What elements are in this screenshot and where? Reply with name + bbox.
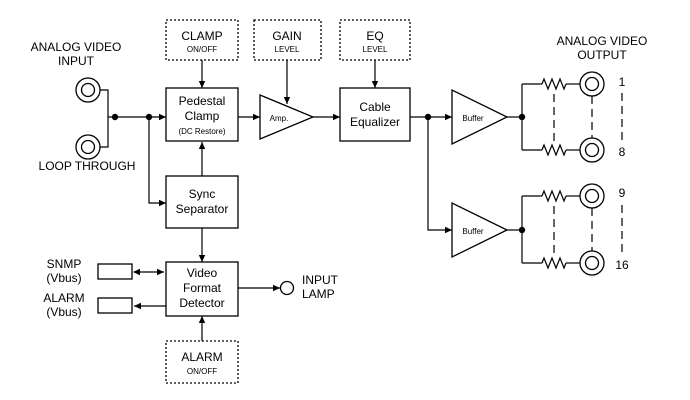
svg-text:Amp.: Amp. [270, 114, 289, 123]
alarm-on-off-control[interactable]: ALARM ON/OFF [165, 340, 239, 384]
output-number-last-top: 8 [619, 145, 626, 159]
input-junction-dot [111, 113, 119, 121]
video-format-detector-block: Video Format Detector [165, 261, 239, 317]
output-connector-8 [579, 137, 605, 163]
svg-text:GAIN: GAIN [272, 29, 301, 43]
output-connector-16 [579, 250, 605, 276]
svg-text:(DC Restore): (DC Restore) [178, 127, 225, 136]
svg-text:ANALOG VIDEO: ANALOG VIDEO [31, 40, 122, 54]
svg-text:LEVEL: LEVEL [363, 45, 388, 54]
svg-text:Detector: Detector [179, 296, 224, 310]
output-wiring-top [507, 77, 580, 157]
buffer-block-top: Buffer [451, 88, 509, 146]
svg-text:Buffer: Buffer [462, 227, 484, 236]
svg-text:Cable: Cable [359, 100, 391, 114]
alarm-vbus-port [97, 297, 133, 314]
svg-text:ON/OFF: ON/OFF [187, 45, 217, 54]
svg-text:Video: Video [187, 266, 218, 280]
sync-separator-block: Sync Separator [165, 175, 239, 229]
svg-text:Pedestal: Pedestal [179, 94, 226, 108]
input-connector [75, 77, 101, 103]
svg-text:LAMP: LAMP [302, 287, 335, 301]
svg-text:Buffer: Buffer [462, 114, 484, 123]
svg-text:Separator: Separator [176, 202, 229, 216]
input-lamp-indicator [279, 280, 295, 296]
svg-text:OUTPUT: OUTPUT [577, 48, 627, 62]
svg-text:LEVEL: LEVEL [275, 45, 300, 54]
output-connector-9 [579, 183, 605, 209]
svg-text:(Vbus): (Vbus) [46, 271, 81, 285]
svg-text:Clamp: Clamp [185, 109, 220, 123]
svg-text:ALARM: ALARM [181, 350, 222, 364]
output-number-last-bottom: 16 [615, 258, 629, 272]
svg-text:INPUT: INPUT [302, 273, 339, 287]
snmp-vbus-port [97, 263, 133, 280]
svg-text:Equalizer: Equalizer [350, 115, 400, 129]
loop-through-label: LOOP THROUGH [39, 159, 136, 173]
svg-text:ANALOG VIDEO: ANALOG VIDEO [557, 34, 648, 48]
clamp-on-off-control[interactable]: CLAMP ON/OFF [165, 19, 239, 61]
amplifier-block: Amp. [259, 94, 315, 140]
eq-level-control[interactable]: EQ LEVEL [339, 19, 411, 61]
svg-text:ALARM: ALARM [43, 291, 84, 305]
cable-equalizer-block: Cable Equalizer [339, 87, 411, 142]
input-wiring [100, 89, 166, 207]
svg-text:Sync: Sync [189, 187, 216, 201]
loop-through-connector [75, 134, 101, 160]
svg-text:(Vbus): (Vbus) [46, 305, 81, 319]
gain-level-control[interactable]: GAIN LEVEL [253, 19, 322, 61]
output-wiring-bottom [507, 189, 580, 270]
svg-text:Format: Format [183, 281, 222, 295]
input-lamp-label: INPUT LAMP [302, 273, 339, 301]
svg-text:INPUT: INPUT [58, 54, 95, 68]
snmp-label: SNMP (Vbus) [46, 257, 81, 285]
buffer-feed-wiring [410, 113, 452, 234]
svg-text:ON/OFF: ON/OFF [187, 367, 217, 376]
svg-text:EQ: EQ [366, 29, 383, 43]
output-connector-1 [579, 71, 605, 97]
output-number-first-top: 1 [619, 75, 626, 89]
pedestal-clamp-block: Pedestal Clamp (DC Restore) [165, 87, 239, 142]
buffer-block-bottom: Buffer [451, 201, 509, 259]
analog-video-input-label: ANALOG VIDEO INPUT [31, 40, 122, 68]
svg-text:SNMP: SNMP [47, 257, 82, 271]
analog-video-output-label: ANALOG VIDEO OUTPUT [557, 34, 648, 62]
alarm-vbus-label: ALARM (Vbus) [43, 291, 84, 319]
svg-text:CLAMP: CLAMP [181, 29, 222, 43]
output-number-first-bottom: 9 [619, 186, 626, 200]
